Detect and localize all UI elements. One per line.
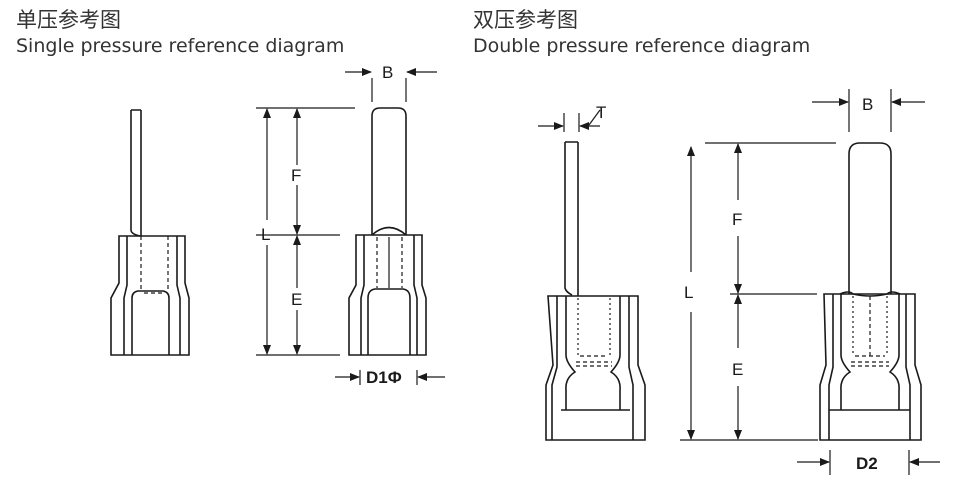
- double-dimensions: [538, 89, 940, 475]
- dim-single-D1: D1Φ: [366, 368, 402, 387]
- dim-single-B: B: [382, 63, 393, 82]
- dim-double-E: E: [732, 360, 743, 379]
- dim-single-L: L: [261, 225, 270, 244]
- single-dimensions: [256, 68, 445, 385]
- single-title-en: Single pressure reference diagram: [16, 35, 345, 57]
- single-title-cn: 单压参考图: [16, 8, 121, 32]
- dim-double-L: L: [684, 283, 693, 302]
- double-side-view: [545, 141, 646, 441]
- double-title-cn: 双压参考图: [473, 8, 578, 32]
- dim-double-D2: D2: [856, 454, 878, 473]
- dim-single-F: F: [291, 166, 301, 185]
- double-front-view: [819, 142, 922, 441]
- single-front-view: [348, 107, 427, 356]
- dim-single-E: E: [291, 290, 302, 309]
- dim-double-T: T: [596, 103, 606, 122]
- dim-double-B: B: [862, 95, 873, 114]
- double-title-en: Double pressure reference diagram: [473, 35, 811, 57]
- single-side-view: [110, 109, 190, 356]
- dim-double-F: F: [732, 210, 742, 229]
